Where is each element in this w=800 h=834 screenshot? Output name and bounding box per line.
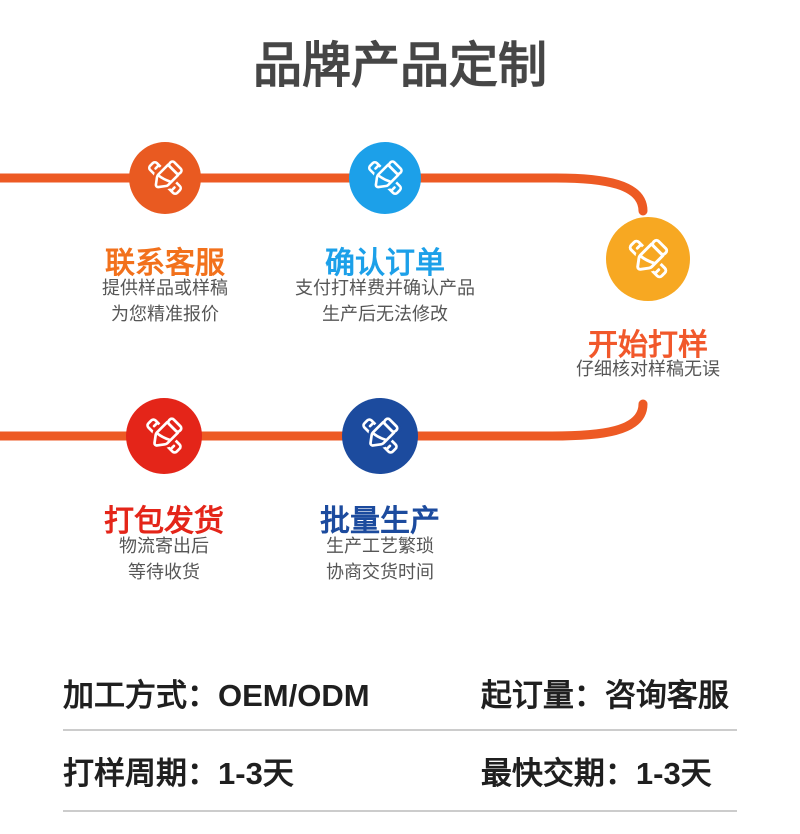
step-circle <box>606 217 690 301</box>
spec-row: 加工方式：OEM/ODM 起订量：咨询客服 <box>63 655 737 731</box>
pen-ruler-icon <box>628 235 672 279</box>
step-title: 确认订单 <box>325 247 445 280</box>
step-title: 联系客服 <box>105 247 225 280</box>
step-circle <box>342 398 418 474</box>
spec-row: 打样周期：1-3天 最快交期：1-3天 <box>63 731 737 812</box>
step-title: 开始打样 <box>588 329 708 362</box>
colon: ： <box>604 756 636 791</box>
spec-processing-method: 加工方式：OEM/ODM <box>63 677 370 713</box>
spec-moq: 起订量：咨询客服 <box>480 677 729 713</box>
pen-ruler-icon <box>146 414 186 454</box>
colon: ： <box>573 677 605 713</box>
flow-connector <box>0 173 648 441</box>
pen-ruler-icon <box>367 157 406 196</box>
step-title: 打包发货 <box>104 505 224 538</box>
spec-table: 加工方式：OEM/ODM 起订量：咨询客服 打样周期：1-3天 最快交期：1-3… <box>63 655 737 812</box>
colon: ： <box>187 756 218 791</box>
flow-line-bottom <box>0 399 648 441</box>
step-description: 生产工艺繁琐 协商交货时间 <box>326 536 434 582</box>
pen-ruler-icon <box>362 414 402 454</box>
spec-fastest-delivery: 最快交期：1-3天 <box>480 756 712 791</box>
colon: ： <box>187 677 218 713</box>
step-description: 物流寄出后 等待收货 <box>119 536 209 582</box>
flow-line-top <box>0 173 648 216</box>
pen-ruler-icon <box>147 157 186 196</box>
step-description: 仔细核对样稿无误 <box>576 359 720 379</box>
step-circle <box>129 142 201 214</box>
page-title: 品牌产品定制 <box>252 39 547 93</box>
spec-sampling-cycle: 打样周期：1-3天 <box>63 756 294 791</box>
step-circle <box>349 142 421 214</box>
step-title: 批量生产 <box>320 505 440 538</box>
step-circle <box>126 398 202 474</box>
step-description: 支付打样费并确认产品 生产后无法修改 <box>295 278 475 324</box>
step-description: 提供样品或样稿 为您精准报价 <box>102 278 228 324</box>
